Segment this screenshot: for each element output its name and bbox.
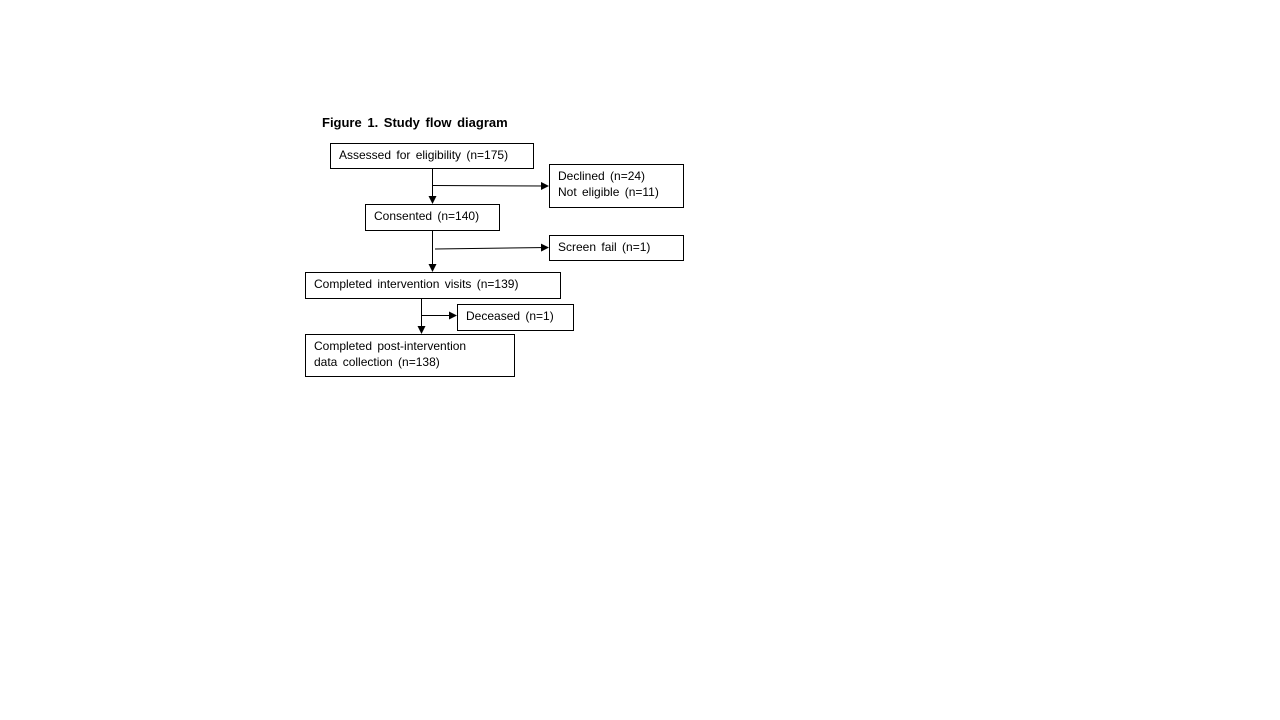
box-text-line-2: data collection (n=138) [314,355,440,369]
box-text-line-1: Declined (n=24) [558,169,646,183]
box-declined-not-eligible: Declined (n=24) Not eligible (n=11) [549,164,684,208]
arrow-to-screen-fail [434,243,549,252]
box-text-line-1: Completed post-intervention [314,339,467,353]
arrow-to-declined [432,181,549,190]
box-post-intervention-data-collection: Completed post-intervention data collect… [305,334,515,377]
box-text: Completed intervention visits (n=139) [314,277,519,291]
box-assessed-for-eligibility: Assessed for eligibility (n=175) [330,143,534,169]
figure-title: Figure 1. Study flow diagram [322,115,508,130]
box-text-line-2: Not eligible (n=11) [558,185,659,199]
box-screen-fail: Screen fail (n=1) [549,235,684,261]
box-consented: Consented (n=140) [365,204,500,231]
box-completed-intervention-visits: Completed intervention visits (n=139) [305,272,561,299]
box-text: Assessed for eligibility (n=175) [339,148,509,162]
box-deceased: Deceased (n=1) [457,304,574,331]
box-text: Screen fail (n=1) [558,240,651,254]
box-text: Deceased (n=1) [466,309,554,323]
box-text: Consented (n=140) [374,209,480,223]
